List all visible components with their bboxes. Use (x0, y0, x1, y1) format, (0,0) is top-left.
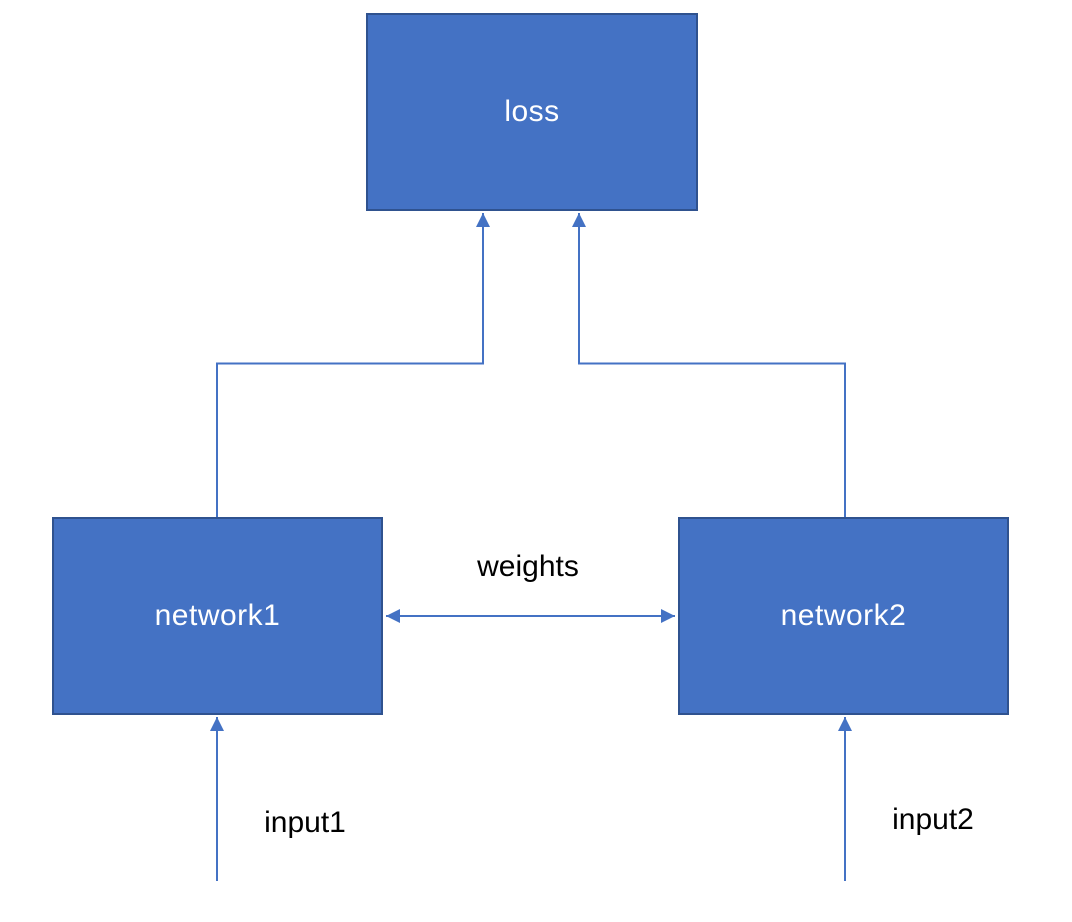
connector-network1-to-loss (216, 213, 490, 517)
node-loss-label: loss (504, 95, 560, 128)
weights-label: weights (477, 550, 579, 583)
input2-label: input2 (892, 803, 974, 836)
node-network1-label: network1 (154, 599, 281, 632)
node-network2-label: network2 (780, 599, 907, 632)
node-loss: loss (366, 13, 698, 211)
node-network1: network1 (52, 517, 383, 715)
connector-network2-to-loss (572, 213, 846, 517)
node-network2: network2 (678, 517, 1009, 715)
input1-label: input1 (264, 806, 346, 839)
